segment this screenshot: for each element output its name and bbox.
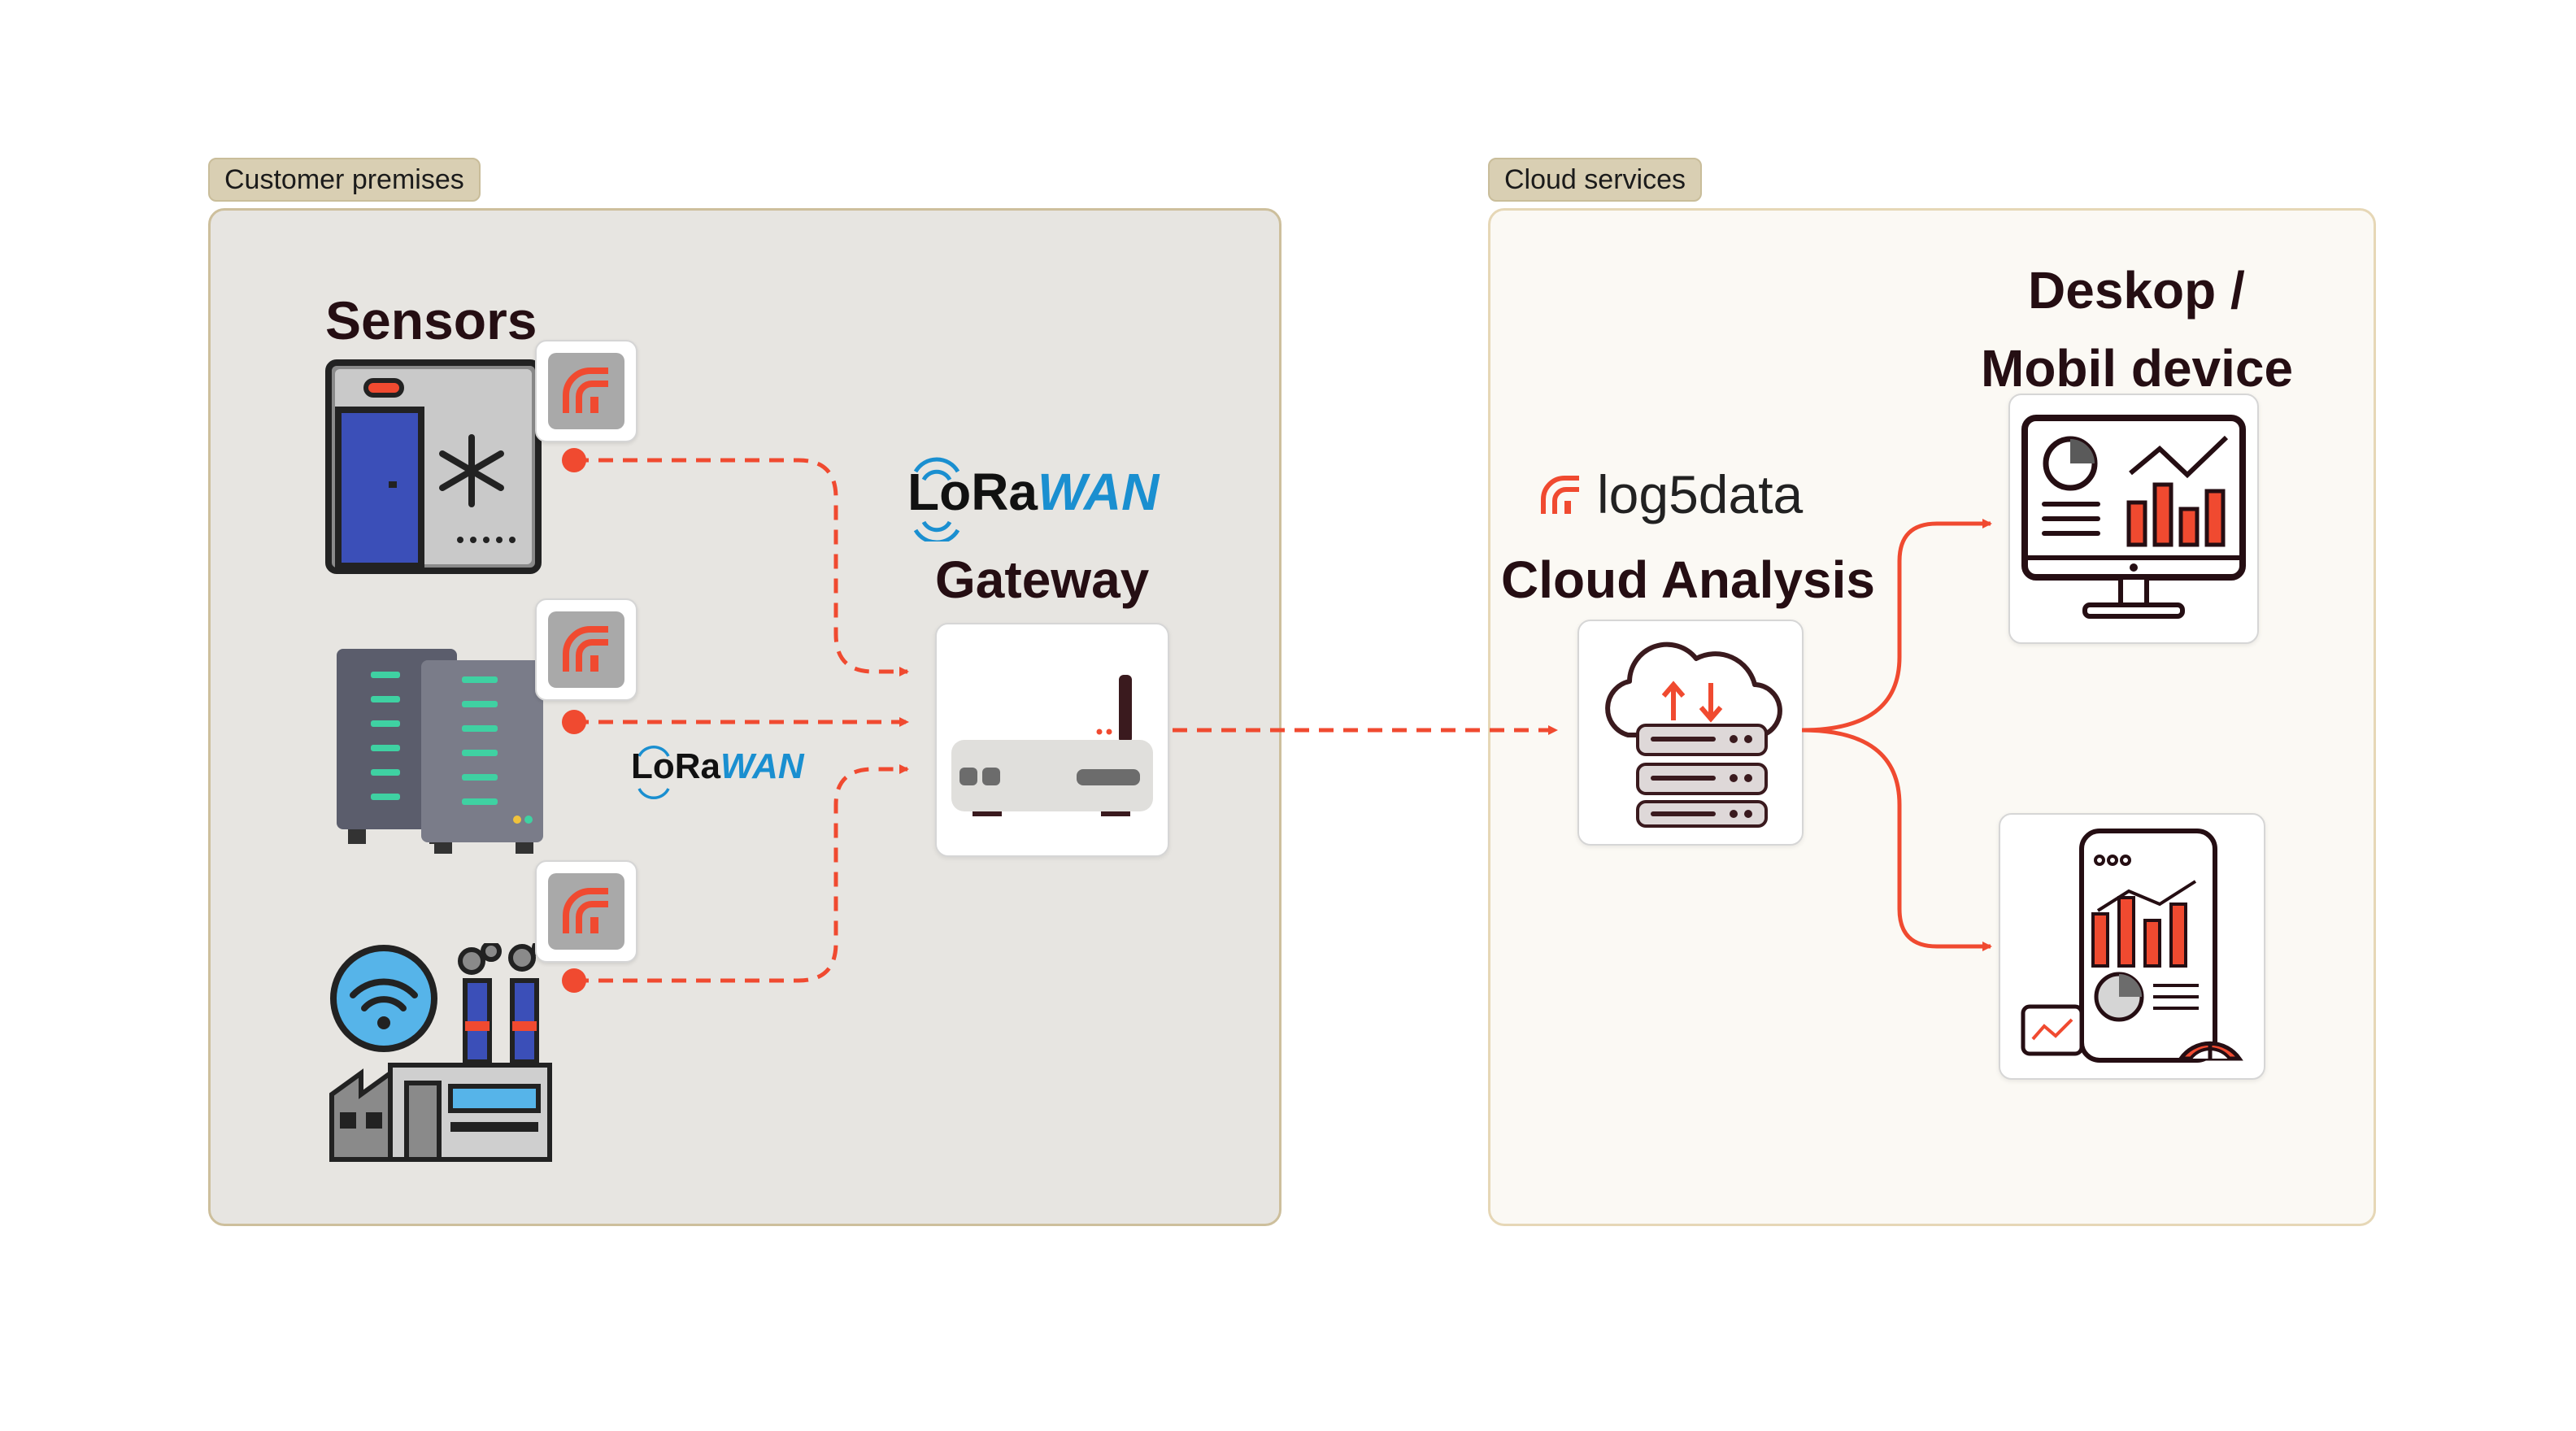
- log5data-sensor-icon: [563, 888, 608, 933]
- desktop-device-card: [2008, 394, 2259, 644]
- lorawan-wan-text: WAN: [1038, 463, 1160, 521]
- gateway-title: Gateway: [935, 550, 1150, 609]
- lorawan-gateway-icon: [951, 675, 1153, 816]
- gateway-card: [935, 623, 1169, 857]
- link-lorawan-lo-text: LoRa: [631, 746, 720, 786]
- freezer-icon: [325, 359, 542, 574]
- devices-title-line1: Deskop /: [2028, 261, 2245, 320]
- mobile-dashboard-icon: [2021, 829, 2243, 1063]
- gateway-lorawan-logo: LoRaWAN: [907, 462, 1159, 522]
- sensor-badge-1: [535, 340, 637, 442]
- sensor-badge-1-bg: [548, 353, 624, 429]
- cloud-analysis-card: [1577, 620, 1804, 846]
- devices-title-line2: Mobil device: [1981, 339, 2294, 398]
- sensor-badge-2: [535, 598, 637, 701]
- link-lorawan-wan-text: WAN: [720, 746, 804, 786]
- lorawan-signal-icon: [913, 457, 960, 542]
- sensor-badge-3: [535, 860, 637, 963]
- factory-wifi-icon: [329, 943, 552, 1162]
- cloud-server-icon: [1605, 642, 1782, 828]
- desktop-dashboard-icon: [2021, 415, 2246, 619]
- server-rack-icon: [337, 649, 543, 854]
- log5data-sensor-icon: [563, 368, 608, 413]
- log5data-sensor-icon: [563, 626, 608, 672]
- sensors-title: Sensors: [325, 290, 537, 350]
- cloud-analysis-title: Cloud Analysis: [1501, 550, 1875, 609]
- cloud-services-label: Cloud services: [1488, 158, 1702, 202]
- log5data-brand: log5data: [1597, 464, 1804, 524]
- lorawan-lo-text: LoRa: [907, 463, 1038, 521]
- mobile-device-card: [1999, 813, 2265, 1080]
- link-lorawan-label: LoRaWAN: [631, 746, 804, 787]
- log5data-logo-icon: [1541, 476, 1579, 514]
- customer-premises-label: Customer premises: [208, 158, 481, 202]
